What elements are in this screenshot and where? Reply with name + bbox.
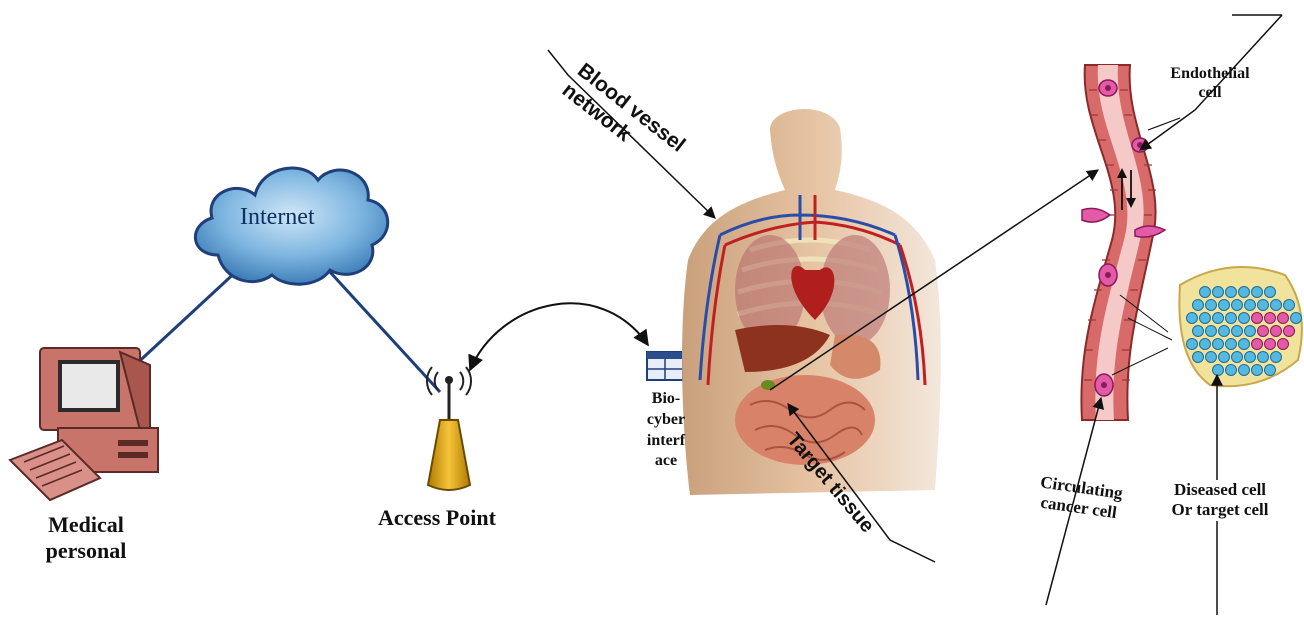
tissue-cell <box>1284 326 1295 337</box>
endo-label-line1: Endothelial <box>1150 64 1270 83</box>
tissue-cell <box>1252 287 1263 298</box>
tissue-cell <box>1284 300 1295 311</box>
tissue-cell <box>1213 287 1224 298</box>
tissue-cell <box>1206 300 1217 311</box>
tissue-cell <box>1193 352 1204 363</box>
tissue-cell <box>1219 326 1230 337</box>
tissue-cell <box>1265 365 1276 376</box>
tissue-cell <box>1265 313 1276 324</box>
tissue-cell <box>1226 287 1237 298</box>
bio-label-line2: cyber <box>640 410 692 431</box>
tissue-cell <box>1219 300 1230 311</box>
diseased-label-line2: Or target cell <box>1150 500 1290 520</box>
endo-label-line2: cell <box>1150 83 1270 102</box>
tissue-cell <box>1271 352 1282 363</box>
tissue-cell <box>1239 313 1250 324</box>
tissue-cluster-icon <box>1179 267 1302 386</box>
tissue-cell <box>1187 313 1198 324</box>
wireless-link-arrow <box>470 303 648 370</box>
tissue-cell <box>1245 300 1256 311</box>
medical-label-line2: personal <box>36 538 136 564</box>
tissue-cell <box>1265 339 1276 350</box>
tissue-cell <box>1226 339 1237 350</box>
tissue-cell <box>1278 339 1289 350</box>
tissue-cell <box>1258 352 1269 363</box>
internet-label: Internet <box>240 203 315 232</box>
tissue-cell <box>1206 326 1217 337</box>
tissue-cell <box>1200 339 1211 350</box>
diseased-cell-label: Diseased cell Or target cell <box>1150 480 1290 521</box>
tissue-cell <box>1200 313 1211 324</box>
tissue-cell <box>1258 300 1269 311</box>
tissue-cell <box>1213 313 1224 324</box>
computer-icon <box>10 348 158 500</box>
tissue-cell <box>1226 365 1237 376</box>
bio-label-line4: ace <box>640 451 692 472</box>
tissue-cell <box>1213 339 1224 350</box>
tissue-cell <box>1258 326 1269 337</box>
tissue-cell <box>1232 326 1243 337</box>
tissue-cell <box>1265 287 1276 298</box>
tissue-cell <box>1245 352 1256 363</box>
bio-label-line3: interf <box>640 431 692 452</box>
endothelial-cell-label: Endothelial cell <box>1150 64 1270 102</box>
tissue-cell <box>1213 365 1224 376</box>
tissue-cell <box>1200 287 1211 298</box>
tissue-cell <box>1219 352 1230 363</box>
tissue-cell <box>1187 339 1198 350</box>
tissue-cell <box>1232 352 1243 363</box>
bio-cyber-interface-label: Bio- cyber interf ace <box>640 389 692 472</box>
tissue-cell <box>1232 300 1243 311</box>
access-point-label: Access Point <box>378 505 496 531</box>
medical-personal-label: Medical personal <box>36 512 136 565</box>
tissue-cell <box>1271 300 1282 311</box>
bio-label-line1: Bio- <box>640 389 692 410</box>
tissue-cell <box>1239 365 1250 376</box>
tissue-cell <box>1193 300 1204 311</box>
tissue-cell <box>1278 313 1289 324</box>
medical-label-line1: Medical <box>36 512 136 538</box>
tissue-cell <box>1271 326 1282 337</box>
tissue-cell <box>1226 313 1237 324</box>
blood-vessel-icon <box>1081 65 1156 420</box>
tissue-cell <box>1206 352 1217 363</box>
tissue-cell <box>1239 287 1250 298</box>
tissue-cell <box>1193 326 1204 337</box>
tissue-cell <box>1252 365 1263 376</box>
tissue-cell <box>1239 339 1250 350</box>
tissue-cell <box>1252 339 1263 350</box>
link-computer-internet <box>132 268 240 368</box>
tissue-cell <box>1245 326 1256 337</box>
interface-chip-icon <box>647 352 683 380</box>
link-internet-accesspoint <box>330 272 440 392</box>
tissue-cell <box>1252 313 1263 324</box>
tissue-cell <box>1291 313 1302 324</box>
diseased-label-line1: Diseased cell <box>1150 480 1290 500</box>
